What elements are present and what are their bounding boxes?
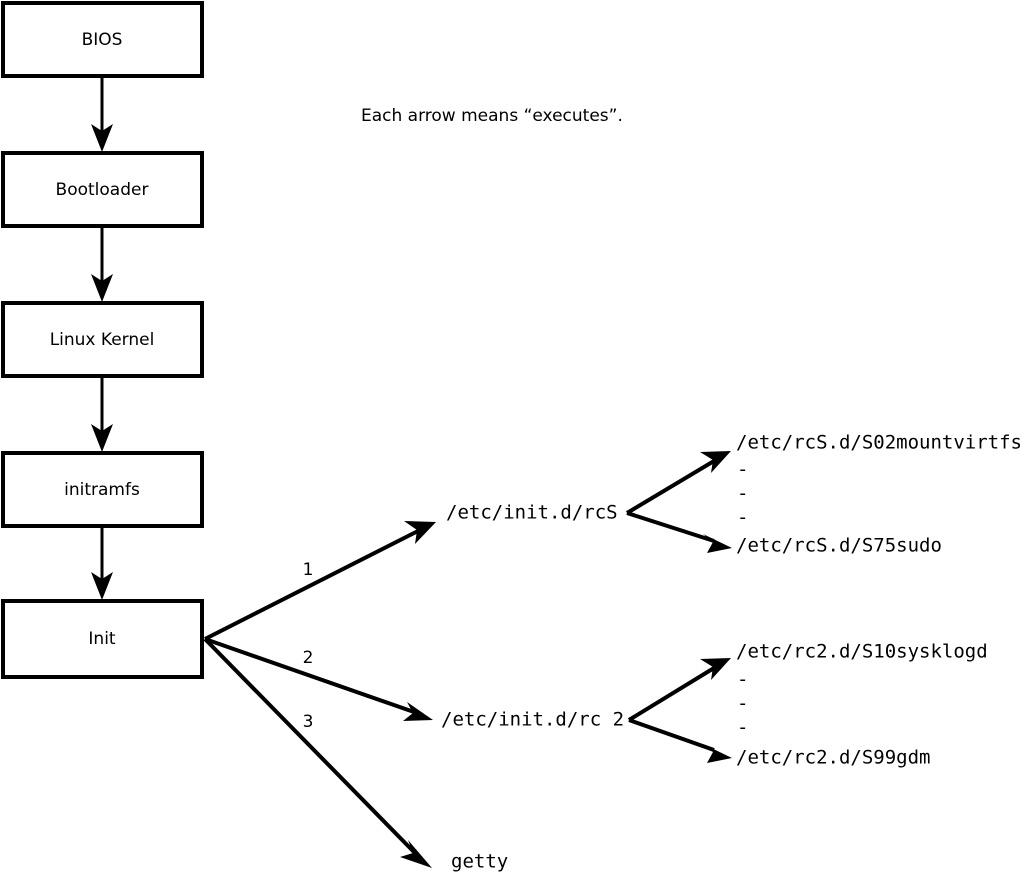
arrowhead-icon: [700, 451, 731, 473]
node-bios[interactable]: BIOS: [1, 1, 204, 78]
init-box[interactable]: [1, 599, 204, 679]
initramfs-box[interactable]: [1, 451, 204, 528]
init-label: Init: [88, 629, 116, 649]
arrow-rc2-to-first-script: [627, 658, 731, 722]
linux-kernel-label: Linux Kernel: [50, 330, 155, 350]
branch-2-target-label: /etc/init.d/rc 2: [441, 709, 624, 731]
rc2-first-script-label: /etc/rc2.d/S10sysklogd: [736, 641, 988, 663]
rc2-ellipsis-dash-1: -: [737, 669, 748, 691]
arrow-init-branch-2: 2: [204, 637, 433, 721]
arrow-bootloader-to-kernel: [91, 228, 113, 302]
rc2-ellipsis-dash-2: -: [737, 693, 748, 715]
arrow-init-branch-1: 1: [204, 521, 436, 641]
rc2-last-script-label: /etc/rc2.d/S99gdm: [736, 747, 930, 769]
arrowhead-icon: [403, 702, 433, 721]
arrowhead-icon: [400, 840, 432, 868]
arrowhead-icon: [91, 572, 113, 600]
branch-3-number: 3: [303, 712, 314, 732]
arrow-rc2-to-last-script: [628, 718, 732, 763]
rcs-last-script-label: /etc/rcS.d/S75sudo: [736, 535, 942, 557]
arrowhead-icon: [91, 424, 113, 452]
rcs-ellipsis-dash-1: -: [737, 459, 748, 481]
node-init[interactable]: Init: [1, 599, 204, 679]
rcs-ellipsis-dash-3: -: [737, 507, 748, 529]
initramfs-label: initramfs: [64, 480, 140, 500]
arrow-kernel-to-initramfs: [91, 378, 113, 452]
rc2-ellipsis-dash-3: -: [737, 717, 748, 739]
branch-1-number: 1: [303, 560, 314, 580]
branch-3-target-label: getty: [451, 851, 508, 873]
arrowhead-icon: [703, 744, 732, 763]
rcs-ellipsis-dash-2: -: [737, 483, 748, 505]
arrow-rcs-to-last-script: [626, 511, 732, 553]
linux-kernel-box[interactable]: [1, 301, 204, 378]
diagram-caption: Each arrow means “executes”.: [361, 106, 623, 126]
rcs-first-script-label: /etc/rcS.d/S02mountvirtfs: [736, 432, 1022, 454]
node-linux-kernel[interactable]: Linux Kernel: [1, 301, 204, 378]
arrow-initramfs-to-init: [91, 528, 113, 600]
arrowhead-icon: [404, 521, 436, 544]
arrowhead-icon: [700, 658, 731, 680]
bootloader-label: Bootloader: [56, 180, 149, 200]
arrowhead-icon: [91, 274, 113, 302]
branch-1-target-label: /etc/init.d/rcS: [446, 502, 618, 524]
arrow-init-branch-3: 3: [203, 637, 432, 868]
node-bootloader[interactable]: Bootloader: [1, 151, 204, 228]
arrowhead-icon: [703, 534, 732, 553]
bios-box[interactable]: [1, 1, 204, 78]
branch-2-number: 2: [303, 648, 314, 668]
node-initramfs[interactable]: initramfs: [1, 451, 204, 528]
bootloader-box[interactable]: [1, 151, 204, 228]
arrowhead-icon: [91, 124, 113, 152]
arrow-bios-to-bootloader: [91, 78, 113, 152]
arrow-rcs-to-first-script: [625, 451, 731, 515]
bios-label: BIOS: [82, 30, 123, 50]
